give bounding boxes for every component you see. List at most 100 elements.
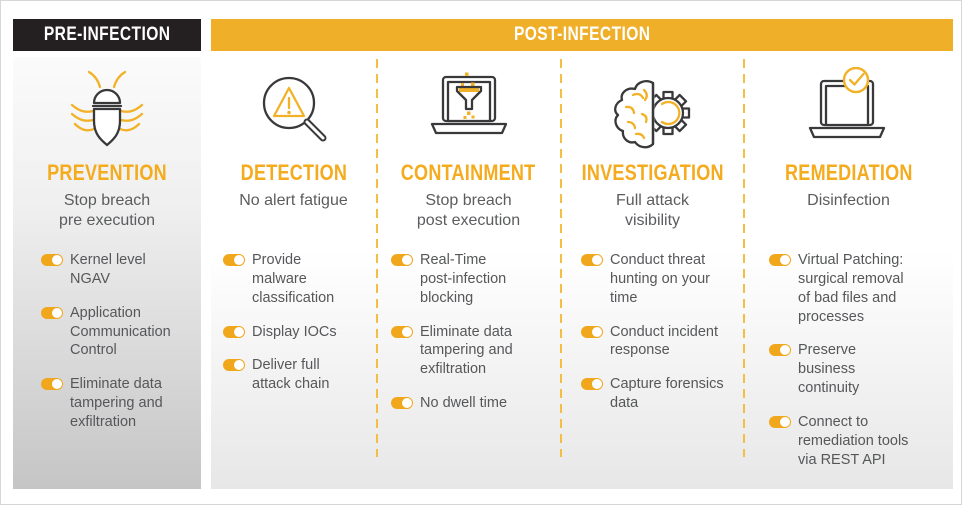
column-prevention: PREVENTION Stop breach pre execution Ker… xyxy=(13,57,201,432)
bullet-item: Display IOCs xyxy=(223,323,362,342)
toggle-on-icon xyxy=(391,397,413,410)
toggle-on-icon xyxy=(391,254,413,266)
bullet-text: Display IOCs xyxy=(252,323,337,340)
column-title-wrap: DETECTION xyxy=(211,160,376,186)
laptop-check-icon xyxy=(808,67,885,139)
toggle-knob xyxy=(401,325,413,338)
toggle-on-icon xyxy=(223,325,245,338)
toggle-knob xyxy=(233,325,245,338)
bullet-text: Provide malware classification xyxy=(252,252,335,306)
toggle-knob xyxy=(591,254,603,266)
toggle-knob xyxy=(233,254,245,266)
column-subtitle: Stop breach pre execution xyxy=(58,192,156,229)
bug-icon xyxy=(70,70,144,147)
toggle-knob xyxy=(779,254,791,266)
column-divider xyxy=(376,59,378,457)
bullet-item: Connect to remediation tools via REST AP… xyxy=(769,413,945,470)
pre-infection-header: PRE-INFECTION xyxy=(13,19,201,51)
column-investigation: INVESTIGATION Full attack visibility Con… xyxy=(561,57,744,489)
bullet-item: Virtual Patching: surgical removal of ba… xyxy=(769,251,945,326)
column-title: INVESTIGATION xyxy=(581,160,724,185)
column-title: PREVENTION xyxy=(47,160,167,185)
post-infection-header-label: POST-INFECTION xyxy=(513,24,651,45)
column-divider xyxy=(743,59,745,457)
column-icon-wrap xyxy=(561,57,744,151)
bullet-item: Deliver full attack chain xyxy=(223,356,362,394)
toggle-knob xyxy=(51,306,63,319)
bullet-list: Virtual Patching: surgical removal of ba… xyxy=(744,251,953,469)
toggle-on-icon xyxy=(223,359,245,372)
toggle-on-icon xyxy=(223,254,245,266)
column-title-wrap: CONTAINMENT xyxy=(376,160,561,186)
bullet-text: Virtual Patching: surgical removal of ba… xyxy=(798,252,904,325)
bullet-text: Conduct incident response xyxy=(610,323,719,359)
bullet-text: Kernel level NGAV xyxy=(70,252,146,287)
toggle-on-icon xyxy=(41,254,63,266)
toggle-knob xyxy=(591,378,603,391)
bullet-item: Eliminate data tampering and exfiltratio… xyxy=(391,323,545,380)
toggle-on-icon xyxy=(769,254,791,266)
column-remediation: REMEDIATION Disinfection Virtual Patchin… xyxy=(744,57,953,489)
column-detection: DETECTION No alert fatigue Provide malwa… xyxy=(211,57,376,489)
bullet-item: Application Communication Control xyxy=(41,304,191,361)
toggle-knob xyxy=(51,254,63,266)
pre-infection-header-label: PRE-INFECTION xyxy=(43,24,171,45)
column-title: CONTAINMENT xyxy=(401,160,536,185)
bullet-item: Kernel level NGAV xyxy=(41,251,191,289)
bullet-text: Preserve business continuity xyxy=(798,342,860,397)
toggle-on-icon xyxy=(581,325,603,338)
toggle-knob xyxy=(401,254,413,266)
column-title: REMEDIATION xyxy=(784,160,913,185)
column-divider xyxy=(560,59,562,457)
toggle-on-icon xyxy=(581,254,603,266)
bullet-item: Eliminate data tampering and exfiltratio… xyxy=(41,375,191,432)
toggle-knob xyxy=(779,415,791,428)
bullet-text: Eliminate data tampering and exfiltratio… xyxy=(420,323,513,378)
laptop-funnel-icon xyxy=(430,72,507,135)
bullet-item: No dwell time xyxy=(391,394,545,413)
toggle-knob xyxy=(591,325,603,338)
toggle-on-icon xyxy=(41,378,63,391)
toggle-on-icon xyxy=(581,378,603,391)
bullet-text: No dwell time xyxy=(420,395,508,412)
column-subtitle: Full attack visibility xyxy=(616,192,689,229)
bullet-list: Kernel level NGAV Application Communicati… xyxy=(13,251,201,432)
toggle-on-icon xyxy=(391,325,413,338)
toggle-knob xyxy=(779,344,791,357)
column-subtitle: No alert fatigue xyxy=(239,192,348,209)
toggle-on-icon xyxy=(41,306,63,319)
column-title-wrap: INVESTIGATION xyxy=(561,160,744,186)
column-title-wrap: REMEDIATION xyxy=(744,160,953,186)
column-subtitle: Disinfection xyxy=(807,192,890,209)
brain-gear-icon xyxy=(613,80,690,149)
column-subtitle: Stop breach post execution xyxy=(416,192,521,229)
bullet-item: Conduct incident response xyxy=(581,323,734,361)
toggle-on-icon xyxy=(769,344,791,357)
column-title: DETECTION xyxy=(240,160,347,185)
pre-infection-panel: PREVENTION Stop breach pre execution Ker… xyxy=(13,57,201,489)
bullet-text: Application Communication Control xyxy=(70,304,171,359)
column-icon-wrap xyxy=(13,57,201,151)
toggle-on-icon xyxy=(769,415,791,428)
column-containment: CONTAINMENT Stop breach post execution R… xyxy=(376,57,561,489)
bullet-text: Real-Time post-infection blocking xyxy=(420,252,507,306)
toggle-knob xyxy=(401,397,413,410)
bullet-text: Deliver full attack chain xyxy=(252,357,330,393)
post-infection-panel: DETECTION No alert fatigue Provide malwa… xyxy=(211,57,953,489)
column-icon-wrap xyxy=(376,57,561,151)
bullet-item: Provide malware classification xyxy=(223,251,362,308)
column-icon-wrap xyxy=(211,57,376,151)
bullet-item: Conduct threat hunting on your time xyxy=(581,251,734,308)
toggle-knob xyxy=(51,378,63,391)
bullet-text: Eliminate data tampering and exfiltratio… xyxy=(70,376,163,430)
column-title-wrap: PREVENTION xyxy=(13,160,201,186)
bullet-text: Capture forensics data xyxy=(610,376,724,412)
bullet-item: Capture forensics data xyxy=(581,375,734,413)
bullet-text: Connect to remediation tools via REST AP… xyxy=(798,413,909,468)
column-icon-wrap xyxy=(744,57,953,151)
toggle-knob xyxy=(233,359,245,372)
